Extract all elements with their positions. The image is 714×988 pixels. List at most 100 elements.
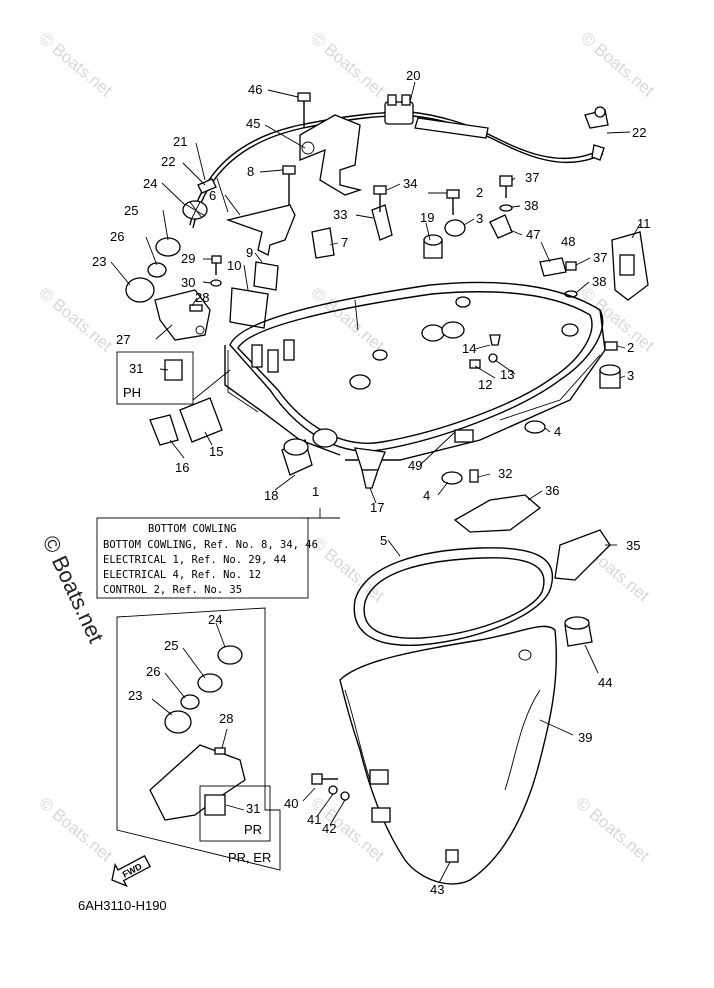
leader-lines — [110, 81, 641, 884]
callout-7: 7 — [341, 235, 348, 250]
screws-29-30 — [210, 255, 222, 287]
info-box-line: BOTTOM COWLING, Ref. No. 8, 34, 46 — [103, 539, 318, 551]
callout-10: 10 — [227, 258, 241, 273]
callout-49: 49 — [408, 458, 422, 473]
callout-1: 1 — [312, 484, 319, 499]
callout-18: 18 — [264, 488, 278, 503]
grommet-44 — [564, 616, 593, 647]
callout-22: 22 — [632, 125, 646, 140]
callout-28: 28 — [195, 290, 209, 305]
callout-31: 31 — [129, 361, 143, 376]
callout-25: 25 — [164, 638, 178, 653]
watermark: © Boats.net — [307, 29, 388, 101]
callout-33: 33 — [333, 207, 347, 222]
callout-2: 2 — [476, 185, 483, 200]
callout-36: 36 — [545, 483, 559, 498]
fwd-arrow: FWD — [111, 855, 152, 888]
callout-22: 22 — [161, 154, 175, 169]
callout-12: 12 — [478, 377, 492, 392]
watermark: © Boats.net — [35, 284, 116, 356]
inset-pr-er: PR PR, ER — [116, 607, 281, 871]
callout-labels: 20 46 45 22 21 22 8 24 37 34 2 6 38 25 3… — [92, 68, 651, 897]
callout-42: 42 — [322, 821, 336, 836]
callout-46: 46 — [248, 82, 262, 97]
callout-15: 15 — [209, 444, 223, 459]
callout-13: 13 — [500, 367, 514, 382]
parts-7-33-34 — [311, 185, 393, 259]
callout-38: 38 — [524, 198, 538, 213]
parts-37-38-47 — [489, 175, 513, 239]
info-box-title: BOTTOM COWLING — [148, 523, 237, 535]
side-watermark: © Boats.net — [37, 532, 108, 647]
inset-pr-label: PR — [244, 822, 262, 837]
parts-12-13-14 — [469, 334, 501, 369]
watermark: © Boats.net — [35, 29, 116, 101]
callout-20: 20 — [406, 68, 420, 83]
watermark: © Boats.net — [307, 794, 388, 866]
watermark: © Boats.net — [577, 29, 658, 101]
callout-17: 17 — [370, 500, 384, 515]
callout-9: 9 — [246, 245, 253, 260]
lower-cowling-39 — [339, 625, 558, 885]
grommets-right — [441, 341, 621, 485]
callout-48: 48 — [561, 234, 575, 249]
callout-8: 8 — [247, 164, 254, 179]
info-box-line: ELECTRICAL 1, Ref. No. 29, 44 — [103, 554, 286, 566]
callout-44: 44 — [598, 675, 612, 690]
callout-24: 24 — [208, 612, 222, 627]
bracket-6 — [225, 204, 296, 256]
callout-27: 27 — [116, 332, 130, 347]
callout-23: 23 — [92, 254, 106, 269]
callout-21: 21 — [173, 134, 187, 149]
callout-6: 6 — [209, 188, 216, 203]
callout-32: 32 — [498, 466, 512, 481]
callout-31: 31 — [246, 801, 260, 816]
grommets-2-3-19 — [423, 189, 466, 259]
callout-16: 16 — [175, 460, 189, 475]
callout-37: 37 — [525, 170, 539, 185]
callout-47: 47 — [526, 227, 540, 242]
callout-4: 4 — [423, 488, 430, 503]
inset-pr-er-label: PR, ER — [228, 850, 271, 865]
callout-11: 11 — [637, 216, 651, 231]
info-box-line: ELECTRICAL 4, Ref. No. 12 — [103, 569, 261, 581]
bracket-45 — [297, 92, 363, 196]
callout-41: 41 — [307, 812, 321, 827]
callout-3: 3 — [476, 211, 483, 226]
callout-40: 40 — [284, 796, 298, 811]
callout-14: 14 — [462, 341, 476, 356]
seal-5 — [353, 547, 554, 647]
info-box-line: CONTROL 2, Ref. No. 35 — [103, 584, 242, 596]
callout-37: 37 — [593, 250, 607, 265]
bolt-8 — [282, 165, 296, 205]
callout-29: 29 — [181, 251, 195, 266]
callout-43: 43 — [430, 882, 444, 897]
parts-32-35-36 — [453, 469, 611, 581]
callout-4: 4 — [554, 424, 561, 439]
inset-ph: PH — [116, 351, 231, 405]
callout-26: 26 — [110, 229, 124, 244]
callout-19: 19 — [420, 210, 434, 225]
callout-35: 35 — [626, 538, 640, 553]
starter-parts-left — [125, 200, 211, 341]
callout-24: 24 — [143, 176, 157, 191]
callout-30: 30 — [181, 275, 195, 290]
bottom-cowling-pan — [224, 281, 606, 461]
watermark: © Boats.net — [307, 534, 388, 606]
info-box: BOTTOM COWLING BOTTOM COWLING, Ref. No. … — [96, 508, 340, 599]
callout-2: 2 — [627, 340, 634, 355]
watermark: © Boats.net — [35, 794, 116, 866]
watermark: © Boats.net — [572, 794, 653, 866]
parts-9-10 — [229, 261, 279, 329]
screws-40-43 — [311, 773, 459, 863]
watermark: © Boats.net — [577, 284, 658, 356]
callout-26: 26 — [146, 664, 160, 679]
callout-38: 38 — [592, 274, 606, 289]
inset-ph-label: PH — [123, 385, 141, 400]
callout-34: 34 — [403, 176, 417, 191]
callout-5: 5 — [380, 533, 387, 548]
figure-code: 6AH3110-H190 — [78, 898, 167, 913]
callout-28: 28 — [219, 711, 233, 726]
callout-45: 45 — [246, 116, 260, 131]
